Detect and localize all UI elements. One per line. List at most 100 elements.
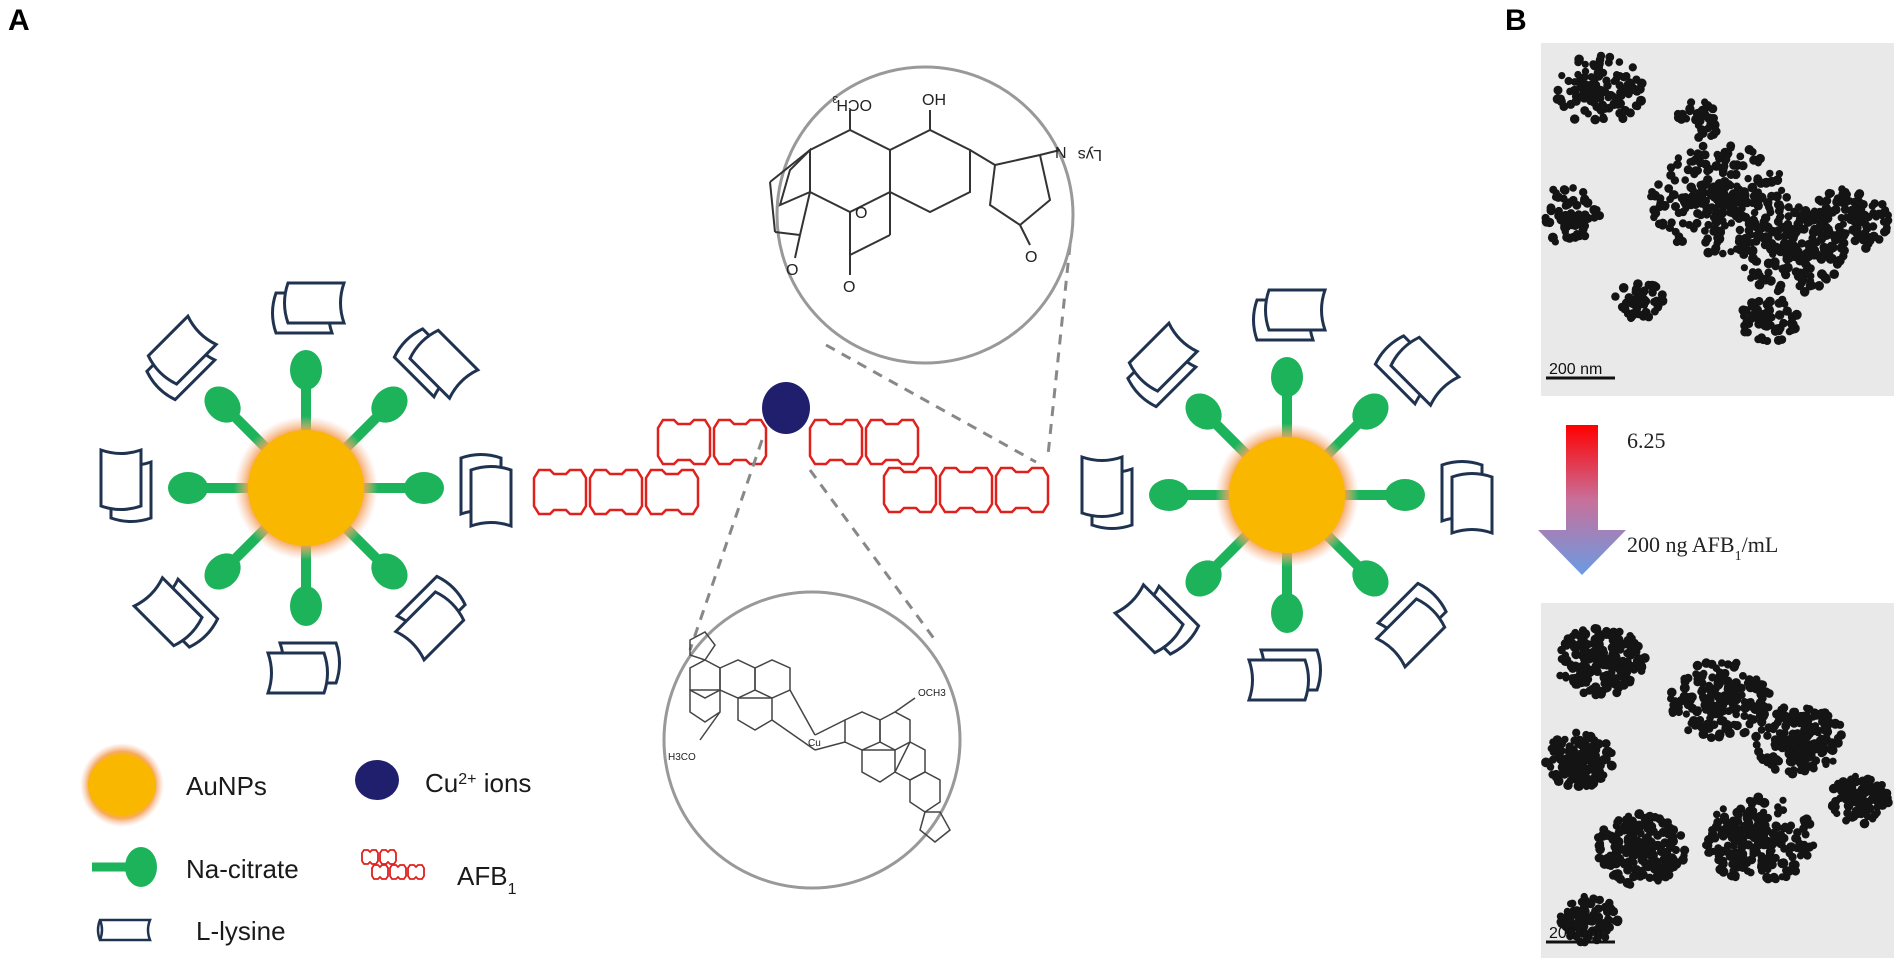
tem-particle	[1547, 232, 1558, 243]
chem-o3: O	[786, 262, 798, 279]
tem-particle	[1770, 721, 1779, 731]
tem-particle	[1828, 738, 1836, 746]
tem-particle	[1649, 850, 1658, 859]
tem-particle	[1605, 923, 1615, 932]
tem-particle	[1701, 658, 1712, 668]
tem-particle	[1838, 198, 1848, 208]
tem-particle	[1556, 671, 1564, 680]
tem-particle	[1814, 281, 1824, 291]
tem-particle	[1868, 794, 1878, 804]
tem-particle	[1590, 114, 1600, 125]
tem-particle	[1766, 205, 1774, 213]
tem-particle	[1796, 852, 1805, 860]
legend-citrate: Na-citrate	[92, 847, 299, 887]
conc-low-label: 200 ng AFB	[1627, 532, 1735, 557]
tem-particle	[1615, 627, 1624, 637]
tem-particle	[1627, 816, 1637, 826]
tem-particle	[1690, 170, 1699, 179]
tem-top-scale-label: 200 nm	[1549, 361, 1602, 378]
tem-particle	[1563, 780, 1573, 790]
tem-particle	[1806, 264, 1815, 273]
tem-particle	[1771, 244, 1781, 255]
tem-particle	[1614, 816, 1623, 825]
tem-particle	[1738, 691, 1746, 699]
tem-particle	[1784, 203, 1793, 212]
tem-particle	[1678, 219, 1688, 228]
tem-particle	[1803, 851, 1812, 860]
chem-oh: OH	[922, 92, 946, 109]
tem-particle	[1593, 914, 1602, 923]
tem-particle	[1778, 873, 1786, 881]
tem-particle	[1709, 720, 1719, 729]
tem-particle	[1704, 693, 1713, 702]
tem-particle	[1743, 867, 1752, 875]
tem-particle	[1749, 811, 1758, 820]
tem-particle	[1799, 824, 1808, 833]
tem-particle	[1668, 825, 1679, 835]
tem-particle	[1868, 814, 1877, 823]
tem-particle	[1736, 152, 1745, 161]
tem-particle	[1802, 271, 1811, 279]
tem-particle	[1709, 192, 1719, 202]
tem-particle	[1696, 211, 1705, 220]
tem-particle	[1717, 208, 1728, 218]
tem-particle	[1667, 687, 1677, 698]
tem-particle	[1816, 254, 1827, 264]
tem-particle	[1557, 919, 1566, 928]
tem-particle	[1707, 132, 1715, 140]
tem-particle	[1640, 301, 1649, 309]
tem-particle	[1828, 800, 1838, 811]
tem-particle	[1769, 872, 1779, 883]
tem-particle	[1804, 716, 1813, 725]
tem-particle	[1750, 208, 1759, 217]
tem-particle	[1563, 199, 1573, 209]
tem-particle	[1882, 788, 1892, 798]
tem-particle	[1719, 812, 1730, 822]
cu-ion	[762, 382, 810, 434]
tem-particle	[1775, 214, 1784, 222]
tem-particle	[1566, 932, 1574, 941]
tem-particle	[1612, 94, 1621, 103]
tem-particle	[1808, 739, 1818, 750]
tem-particle	[1633, 289, 1642, 298]
tem-particle	[1720, 675, 1730, 685]
tem-particle	[1719, 805, 1727, 813]
tem-particle	[1766, 321, 1775, 330]
tem-particle	[1719, 249, 1727, 258]
tem-particle	[1640, 844, 1651, 855]
tem-particle	[1641, 835, 1651, 844]
tem-particle	[1735, 857, 1744, 865]
tem-particle	[1782, 262, 1793, 273]
tem-particle	[1733, 704, 1742, 713]
tem-particle	[1606, 760, 1616, 770]
tem-particle	[1763, 836, 1773, 846]
tem-particle	[1578, 626, 1588, 635]
afb1-cu-complex-structure	[689, 631, 951, 843]
tem-particle	[1680, 851, 1688, 860]
tem-particle	[1735, 225, 1745, 235]
tem-particle	[1580, 194, 1590, 204]
tem-particle	[1683, 165, 1693, 175]
panel-label-a: A	[8, 4, 30, 37]
tem-particle	[1712, 204, 1721, 212]
tem-particle	[1779, 806, 1788, 814]
tem-particle	[1730, 720, 1738, 729]
tem-particle	[1711, 161, 1722, 171]
tem-particle	[1600, 104, 1608, 112]
tem-particle	[1733, 187, 1743, 197]
tem-particle	[1579, 188, 1588, 197]
tem-particle	[1701, 705, 1711, 714]
tem-particle	[1628, 296, 1639, 306]
legend-lysine-label: L-lysine	[196, 916, 286, 946]
tem-particle	[1785, 735, 1795, 745]
tem-particle	[1608, 660, 1618, 670]
tem-particle	[1804, 240, 1814, 250]
tem-particle	[1654, 180, 1663, 189]
tem-particle	[1581, 678, 1590, 687]
tem-particle	[1622, 657, 1632, 667]
tem-particle	[1715, 710, 1724, 719]
tem-particle	[1703, 840, 1713, 851]
tem-particle	[1601, 933, 1610, 942]
tem-particle	[1622, 877, 1633, 888]
tem-particle	[1578, 671, 1587, 681]
